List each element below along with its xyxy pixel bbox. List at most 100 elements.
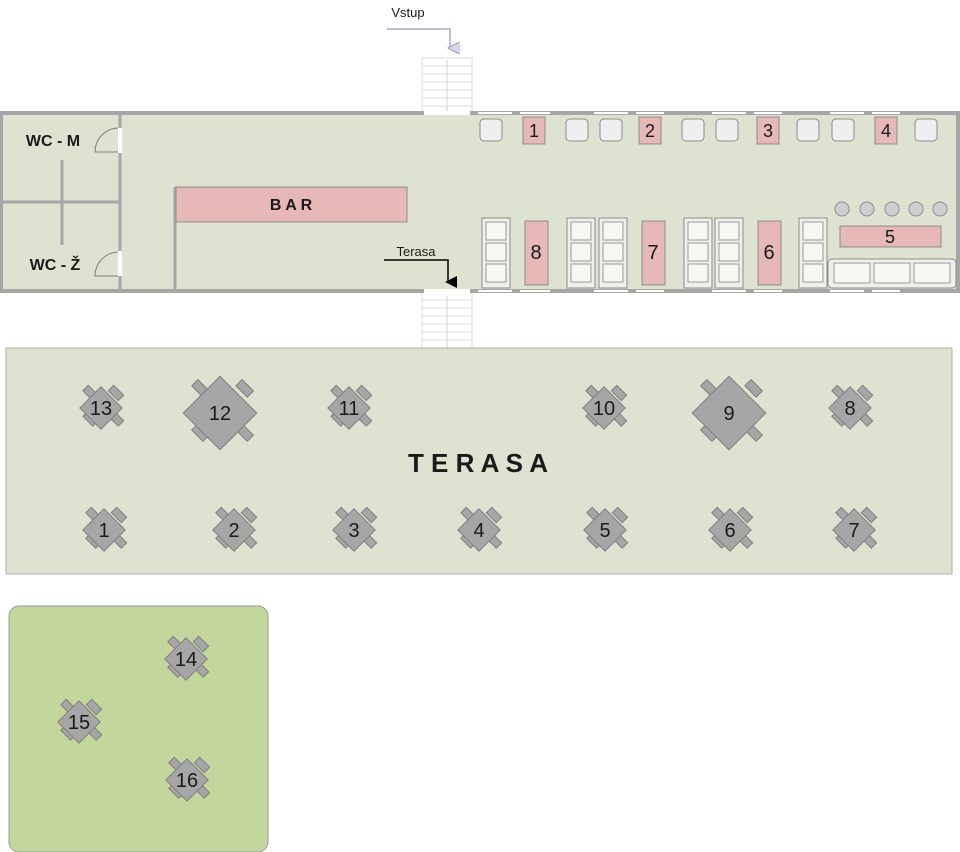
- bench: [481, 217, 511, 289]
- stool: [859, 201, 875, 217]
- stairs-bottom: [421, 291, 473, 349]
- chair: [610, 384, 628, 402]
- chair: [856, 384, 874, 402]
- chair: [599, 118, 623, 142]
- table-terrace-9[interactable]: 9: [691, 375, 767, 451]
- chair: [744, 378, 764, 398]
- table-4-number: 4: [881, 121, 891, 141]
- table-terrace-2[interactable]: 2: [212, 506, 258, 552]
- chair: [110, 506, 128, 524]
- table-top: [583, 508, 627, 552]
- table-7-number: 7: [647, 242, 658, 264]
- table-2[interactable]: [638, 116, 662, 145]
- indoor-top-row: 1 2 3 4: [479, 116, 938, 145]
- table-top: [332, 508, 376, 552]
- bench: [683, 217, 713, 289]
- table-number: 3: [348, 520, 359, 542]
- table-number: 16: [176, 770, 198, 792]
- table-number: 9: [723, 403, 734, 425]
- entrance: Vstup: [387, 5, 450, 48]
- table-terrace-5[interactable]: 5: [583, 506, 629, 552]
- table-top: [212, 508, 256, 552]
- garden-area: [8, 605, 269, 852]
- table-terrace-10[interactable]: 10: [582, 384, 628, 430]
- table-garden-14[interactable]: 14: [164, 635, 210, 681]
- chair: [235, 378, 255, 398]
- stool: [932, 201, 948, 217]
- bar-label: B A R: [270, 197, 313, 214]
- table-terrace-11[interactable]: 11: [327, 384, 373, 430]
- chair: [565, 118, 589, 142]
- table-number: 6: [724, 520, 735, 542]
- door-swing-men: [94, 127, 119, 153]
- table-number: 12: [209, 403, 231, 425]
- table-top: [582, 386, 626, 430]
- table-top: [327, 386, 371, 430]
- chair: [831, 118, 855, 142]
- table-terrace-1[interactable]: 1: [82, 506, 128, 552]
- table-terrace-4[interactable]: 4: [457, 506, 503, 552]
- table-3-number: 3: [763, 121, 773, 141]
- chair: [715, 118, 739, 142]
- table-garden-16[interactable]: 16: [165, 756, 211, 802]
- table-8[interactable]: [524, 220, 549, 286]
- table-terrace-12[interactable]: 12: [182, 375, 258, 451]
- table-top: [82, 508, 126, 552]
- table-number: 7: [848, 520, 859, 542]
- terrace-direction: Terasa: [384, 244, 457, 288]
- sofa: [827, 258, 957, 289]
- table-number: 5: [599, 520, 610, 542]
- table-top: [828, 386, 872, 430]
- table-top: [165, 758, 209, 802]
- table-4[interactable]: [874, 116, 898, 145]
- chair: [914, 118, 938, 142]
- entrance-arrow: [387, 28, 450, 48]
- bench: [566, 217, 596, 289]
- table-7[interactable]: [641, 220, 666, 286]
- table-number: 11: [339, 398, 360, 420]
- table-top: [164, 637, 208, 681]
- bench: [714, 217, 744, 289]
- stairs-top: [421, 57, 473, 115]
- table-number: 2: [228, 520, 239, 542]
- table-terrace-6[interactable]: 6: [708, 506, 754, 552]
- table-8-number: 8: [530, 242, 541, 264]
- table-number: 15: [68, 712, 90, 734]
- table-terrace-7[interactable]: 7: [832, 506, 878, 552]
- chair: [479, 118, 503, 142]
- table-terrace-3[interactable]: 3: [332, 506, 378, 552]
- table-5[interactable]: [839, 225, 942, 248]
- table-6[interactable]: [757, 220, 782, 286]
- chair: [485, 506, 503, 524]
- table-garden-15[interactable]: 15: [57, 698, 103, 744]
- wc-men-label: WC - M: [26, 133, 80, 150]
- table-terrace-13[interactable]: 13: [79, 384, 125, 430]
- chair: [611, 506, 629, 524]
- table-2-number: 2: [645, 121, 655, 141]
- bar: B A R: [173, 186, 408, 289]
- table-number: 8: [844, 398, 855, 420]
- table-top: [457, 508, 501, 552]
- bar-counter: [175, 186, 408, 223]
- table-top: [691, 375, 767, 451]
- table-3[interactable]: [756, 116, 780, 145]
- terrace-title: T E R A S A: [408, 448, 548, 478]
- chair: [192, 635, 210, 653]
- restrooms: WC - M WC - Ž: [3, 115, 122, 289]
- chair: [360, 506, 378, 524]
- table-terrace-8[interactable]: 8: [828, 384, 874, 430]
- chair: [355, 384, 373, 402]
- table-number: 1: [98, 520, 109, 542]
- table-number: 13: [90, 398, 112, 420]
- table-1[interactable]: [522, 116, 546, 145]
- chair: [107, 384, 125, 402]
- bench: [798, 217, 828, 289]
- door-swing-women: [94, 251, 119, 277]
- chair: [681, 118, 705, 142]
- table-top: [182, 375, 258, 451]
- chair: [860, 506, 878, 524]
- table-1-number: 1: [529, 121, 539, 141]
- table-number: 4: [473, 520, 484, 542]
- table-6-number: 6: [763, 242, 774, 264]
